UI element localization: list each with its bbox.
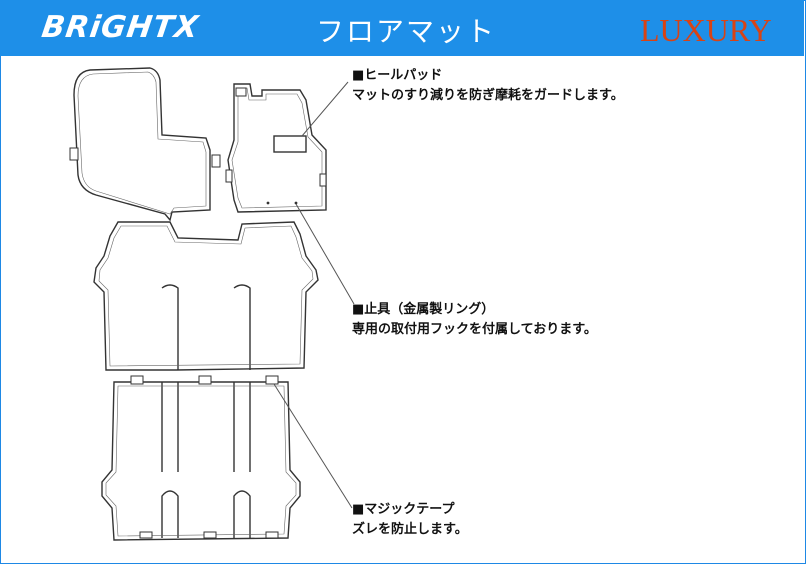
edge-tab	[235, 87, 247, 97]
second-row-slot-right	[233, 284, 251, 370]
leader-heel-pad	[301, 81, 349, 137]
velcro-tab	[265, 531, 279, 539]
leader-velcro	[273, 383, 353, 509]
leader-ring	[295, 203, 355, 305]
edge-tab	[225, 169, 233, 183]
third-row-slot-right	[233, 490, 251, 538]
callout-description: マットのすり減りを防ぎ摩耗をガードします。	[352, 88, 624, 103]
heel-pad	[273, 135, 307, 153]
callout-heading: ■ヒールパッド	[352, 68, 443, 83]
edge-tab	[319, 173, 327, 187]
fixing-ring	[198, 375, 212, 385]
anchor-dot	[266, 201, 270, 205]
grade-label: LUXURY	[640, 12, 772, 48]
third-row-mat	[101, 381, 301, 541]
second-row-mat	[93, 221, 319, 371]
callout-fixing-ring: ■止具（金属製リング） 専用の取付用フックを付属しております。	[352, 300, 597, 340]
velcro-tab	[203, 531, 217, 539]
driver-mat	[73, 67, 211, 222]
page-title: フロアマット	[316, 15, 497, 48]
velcro-tab	[139, 531, 153, 539]
callout-heel-pad: ■ヒールパッド マットのすり減りを防ぎ摩耗をガードします。	[352, 66, 624, 106]
callout-heading: ■止具（金属製リング）	[352, 302, 495, 317]
fixing-ring	[265, 375, 279, 385]
callout-description: ズレを防止します。	[352, 522, 468, 537]
callout-description: 専用の取付用フックを付属しております。	[352, 322, 597, 337]
third-row-slot-left	[161, 490, 179, 538]
second-row-slot-left	[161, 284, 179, 370]
header-bar: BRiGHTX フロアマット LUXURY	[0, 0, 804, 56]
callout-velcro: ■マジックテープ ズレを防止します。	[352, 500, 468, 540]
anchor-dot	[294, 201, 298, 205]
edge-tab	[211, 154, 221, 168]
fixing-ring	[130, 375, 144, 385]
callout-heading: ■マジックテープ	[352, 502, 455, 517]
edge-tab	[69, 147, 79, 161]
